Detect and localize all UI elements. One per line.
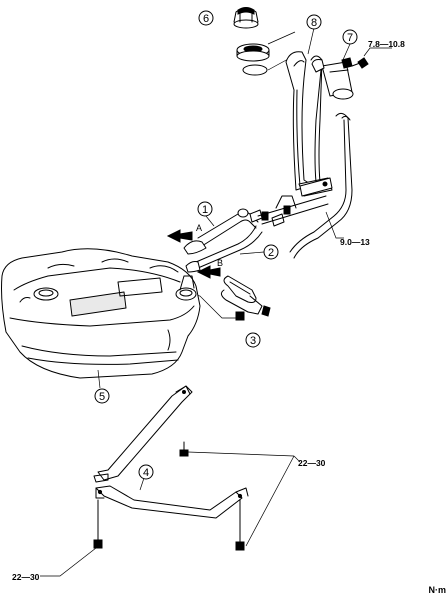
callout-5: 5 <box>94 388 110 404</box>
svg-text:4: 4 <box>143 467 149 479</box>
torque-leader-canister <box>363 47 392 57</box>
torque-label-filler-pipe: 9.0—13 <box>340 237 370 247</box>
view-label-a: A <box>196 223 202 233</box>
view-arrow-b <box>196 265 221 279</box>
callout-1: 1 <box>197 201 213 217</box>
tank-strap-front <box>95 485 249 519</box>
filler-cap <box>233 7 259 29</box>
breather-hose <box>289 112 353 259</box>
filler-gasket <box>242 64 268 76</box>
bracket-bolt-front-left <box>93 499 103 549</box>
bracket-bolt-rear <box>179 441 189 457</box>
callout-8: 8 <box>306 14 322 30</box>
svg-text:3: 3 <box>250 335 256 347</box>
tank-strap-rear <box>93 385 193 483</box>
torque-leader-bracket-front <box>40 547 97 577</box>
filler-tube <box>257 195 329 225</box>
svg-text:8: 8 <box>311 17 317 29</box>
hose-clamps <box>249 195 297 227</box>
callout-leader-8 <box>307 27 315 55</box>
evaporative-hose <box>220 275 271 321</box>
filler-breather-pipe <box>310 55 323 183</box>
pipe-bracket <box>299 177 333 197</box>
tank-5-leader <box>97 369 101 389</box>
torque-leader-filler-pipe <box>325 211 344 239</box>
callout-6: 6 <box>198 10 214 26</box>
breather-hose-lower <box>185 225 263 273</box>
callout-leader-1 <box>205 215 215 227</box>
svg-text:2: 2 <box>268 247 274 259</box>
svg-text:7: 7 <box>347 32 353 44</box>
unit-label: N·m <box>429 585 447 595</box>
svg-text:5: 5 <box>99 391 105 403</box>
torque-leader-bracket-rear <box>187 451 301 547</box>
callout-4: 4 <box>138 464 154 480</box>
view-label-b: B <box>217 258 223 268</box>
torque-label-canister: 7.8—10.8 <box>368 39 405 49</box>
canister-bolt <box>351 57 369 69</box>
callout-leader-2 <box>239 251 265 255</box>
torque-label-bracket-rear: 22—30 <box>298 458 326 468</box>
canister <box>311 57 354 100</box>
view-arrow-a <box>166 229 193 243</box>
callout-leader-4 <box>139 477 145 491</box>
svg-text:1: 1 <box>202 204 208 216</box>
callout-2: 2 <box>263 244 279 260</box>
callout-3: 3 <box>245 332 261 348</box>
callout-leader-7 <box>341 43 351 63</box>
svg-text:6: 6 <box>203 13 209 25</box>
torque-label-bracket-front: 22—30 <box>12 572 40 582</box>
bracket-bolt-front-right <box>235 499 245 551</box>
fuel-tank <box>1 248 201 379</box>
callout-7: 7 <box>342 29 358 45</box>
filler-cap-seal <box>236 43 270 62</box>
